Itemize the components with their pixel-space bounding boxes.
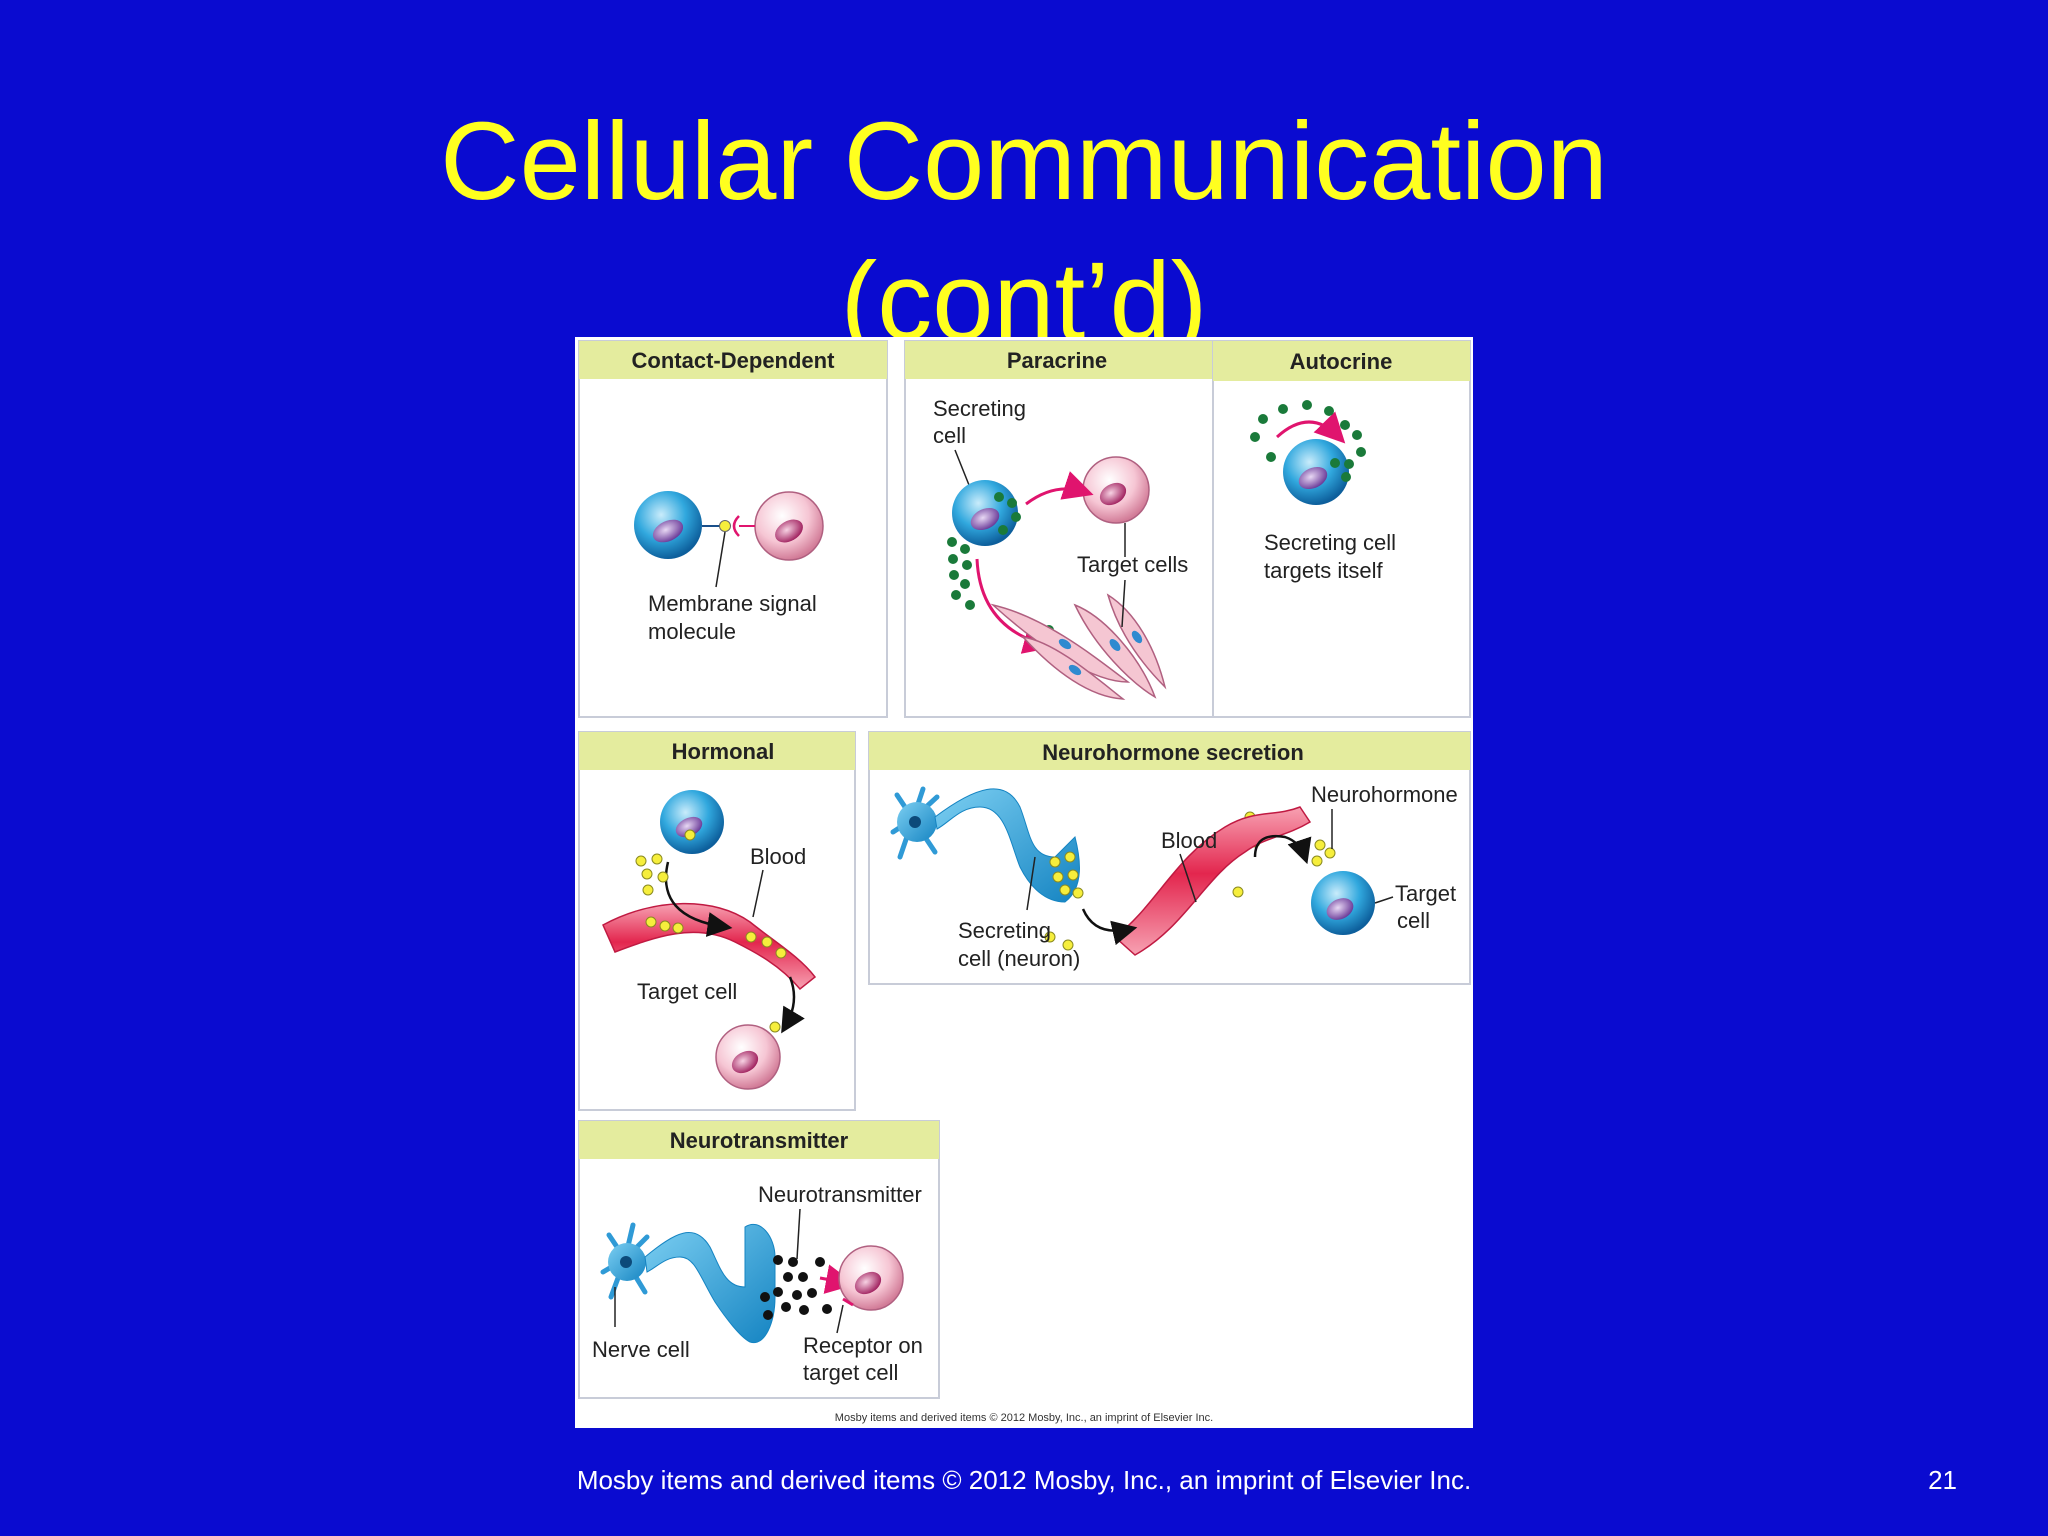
neurohormone-label: Neurohormone: [1311, 782, 1458, 807]
panel-neurohormone: Neurohormone secretion Neurohormone Bloo…: [868, 731, 1471, 985]
secreting-cell: [952, 480, 1018, 546]
paracrine-secreting-line-2: cell: [933, 423, 966, 448]
panel-title-autocrine: Autocrine: [1290, 349, 1393, 374]
nerve-cell-label: Nerve cell: [592, 1337, 690, 1362]
panel-paracrine: Paracrine Secreting cell: [904, 340, 1214, 718]
panel-title-paracrine: Paracrine: [1007, 348, 1107, 373]
slide-number: 21: [1928, 1465, 1957, 1495]
contact-label-line-1: Membrane signal: [648, 591, 817, 616]
nt-label: Neurotransmitter: [758, 1182, 922, 1207]
pink-cell: [754, 491, 824, 561]
hormonal-target-cell: [715, 1024, 781, 1090]
receptor-icon: [732, 515, 740, 537]
receptor-label-line-1: Receptor on: [803, 1333, 923, 1358]
hormone-molecules: [635, 829, 787, 1033]
autocrine-label-line-1: Secreting cell: [1264, 530, 1396, 555]
blood-vessel: [602, 902, 817, 991]
panel-title-hormonal: Hormonal: [672, 739, 775, 764]
paracrine-target-cell: [1082, 456, 1150, 524]
membrane-signal-molecule-icon: [719, 520, 731, 532]
hormonal-blood-label: Blood: [750, 844, 806, 869]
autocrine-signal-molecules: [1250, 400, 1366, 482]
receptor-label-line-2: target cell: [803, 1360, 898, 1385]
autocrine-cell: [1283, 439, 1349, 505]
neurohormone-target-line-1: Target: [1395, 881, 1456, 906]
hormonal-target-label: Target cell: [637, 979, 737, 1004]
paracrine-secreting-line-1: Secreting: [933, 396, 1026, 421]
slide-footer-copyright: Mosby items and derived items © 2012 Mos…: [576, 1465, 1472, 1495]
panel-contact-dependent: Contact-Dependent Membrane signal molecu…: [578, 340, 888, 718]
panel-title-neurotransmitter: Neurotransmitter: [670, 1128, 849, 1153]
panel-neurotransmitter: Neurotransmitter Neurotransmitter Nerve …: [578, 1120, 940, 1399]
figure-credit: Mosby items and derived items © 2012 Mos…: [835, 1412, 1213, 1424]
paracrine-spindle-cells: [990, 593, 1167, 700]
hormonal-secreting-cell: [660, 790, 724, 854]
neurohormone-target-line-2: cell: [1397, 908, 1430, 933]
neurohormone-target-cell: [1311, 871, 1375, 935]
neurotransmitter-molecules: [760, 1255, 832, 1320]
panel-autocrine: Autocrine Secreting cell targets itself: [1212, 340, 1471, 718]
neurohormone-secreting-line-2: cell (neuron): [958, 946, 1080, 971]
figure-canvas: Contact-Dependent Membrane signal molecu…: [578, 340, 1471, 1424]
slide-title: Cellular Communication (cont’d): [0, 92, 2048, 372]
receptor-icon: [842, 1297, 854, 1307]
cell-signaling-figure: Contact-Dependent Membrane signal molecu…: [575, 337, 1473, 1428]
neurohormone-blood-label: Blood: [1161, 828, 1217, 853]
panel-title-neurohormone: Neurohormone secretion: [1042, 740, 1304, 765]
paracrine-target-label: Target cells: [1077, 552, 1188, 577]
neurohormone-blood-vessel: [1113, 806, 1312, 956]
autocrine-label-line-2: targets itself: [1264, 558, 1383, 583]
neurohormone-secreting-line-1: Secreting: [958, 918, 1051, 943]
blue-cell: [634, 491, 702, 559]
neurohormone-neuron: [890, 786, 1080, 903]
panel-hormonal: Hormonal Blood Target cell: [578, 731, 856, 1111]
nerve-cell: [600, 1222, 776, 1344]
neurotransmitter-target-cell: [838, 1245, 904, 1311]
panel-title-contact-dependent: Contact-Dependent: [632, 348, 836, 373]
slide-title-line-1: Cellular Communication: [440, 100, 1608, 223]
contact-label-line-2: molecule: [648, 619, 736, 644]
